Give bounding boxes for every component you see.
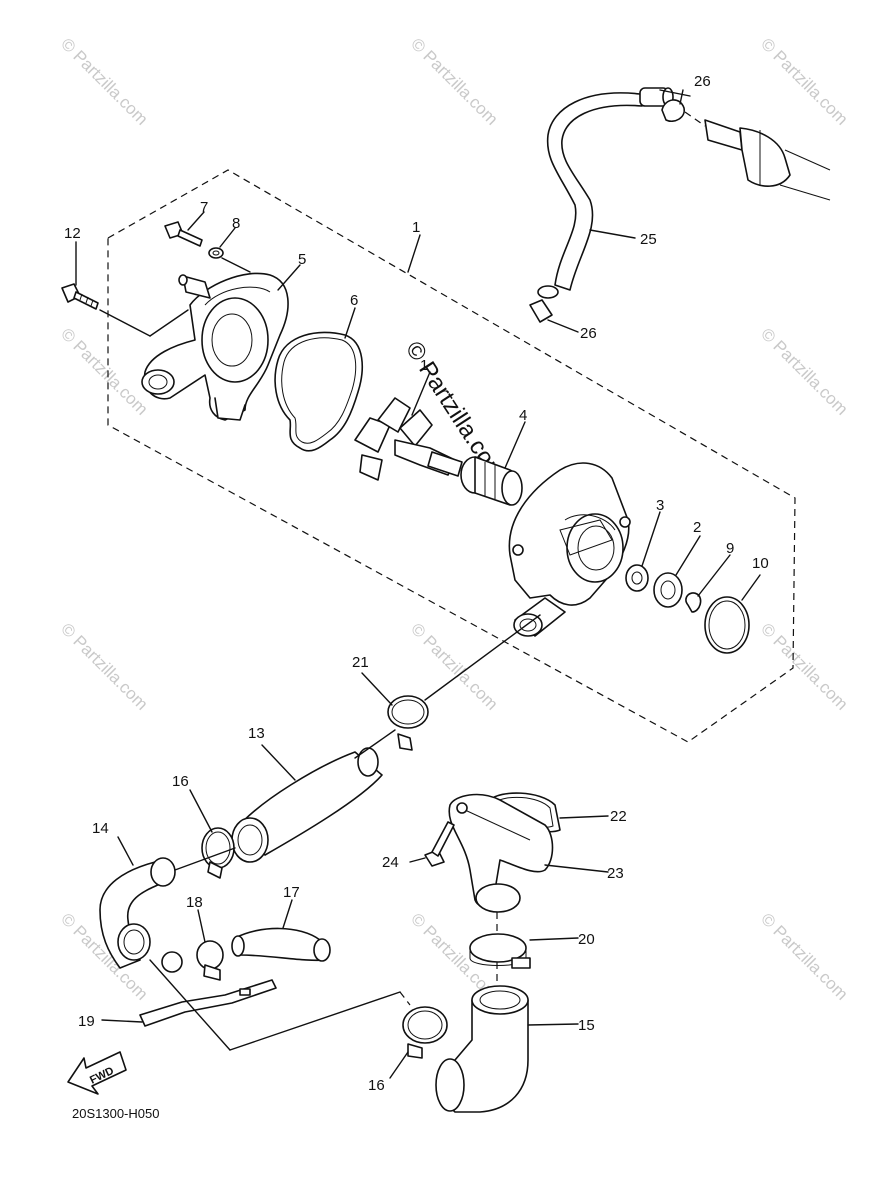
callout-9: 9 [726, 540, 734, 557]
watermarks: © Partzilla.com © Partzilla.com © Partzi… [57, 34, 851, 1003]
callout-6: 6 [350, 292, 358, 309]
callout-19: 19 [78, 1013, 95, 1030]
pump-assembly-boundary [107, 169, 796, 743]
callout-17: 17 [283, 884, 300, 901]
hose-clip-upper [661, 99, 685, 123]
watermark-5: © Partzilla.com [757, 324, 851, 418]
callout-26b: 26 [580, 325, 597, 342]
pump-housing [508, 462, 631, 637]
elbow-pipe-14 [99, 857, 183, 973]
hose-clamp-16-upper [201, 827, 235, 879]
hose-17 [231, 927, 331, 962]
leader-lines [75, 89, 761, 1079]
watermark-11: © Partzilla.com [757, 909, 851, 1003]
callout-14: 14 [92, 820, 109, 837]
pipe-15 [435, 985, 529, 1113]
hose-clip-lower [529, 299, 553, 323]
callout-20: 20 [578, 931, 595, 948]
callout-26a: 26 [694, 73, 711, 90]
hose-clamp-16-lower [402, 1006, 448, 1059]
watermark-1: © Partzilla.com [57, 34, 151, 128]
pump-cover [141, 272, 289, 421]
thermostat-cover-23 [448, 793, 554, 913]
hose-clamp-21 [387, 695, 429, 751]
callout-3: 3 [656, 497, 664, 514]
diagram-code: 20S1300-H050 [72, 1106, 159, 1121]
callout-5: 5 [298, 251, 306, 268]
washer-8 [208, 247, 224, 259]
watermark-2: © Partzilla.com [407, 34, 501, 128]
watermark-3: © Partzilla.com [757, 34, 851, 128]
callout-16a: 16 [172, 773, 189, 790]
bolt-12 [61, 283, 99, 310]
callout-10: 10 [752, 555, 769, 572]
callout-21: 21 [352, 654, 369, 671]
callout-1: 1 [412, 219, 420, 236]
bearing-3 [625, 564, 649, 592]
bracket-19 [139, 979, 277, 1027]
o-ring-10 [704, 596, 750, 654]
callout-13: 13 [248, 725, 265, 742]
fwd-arrow-icon: FWD [67, 1051, 127, 1095]
engine-fitting [684, 111, 831, 201]
callout-25: 25 [640, 231, 657, 248]
circlip-9 [685, 592, 702, 613]
callout-22: 22 [610, 808, 627, 825]
callout-24: 24 [382, 854, 399, 871]
hose-13 [231, 747, 383, 863]
impeller-shaft [354, 397, 463, 481]
hose-clamp-18 [196, 940, 224, 981]
breather-hose [537, 87, 674, 299]
callout-15: 15 [578, 1017, 595, 1034]
bolt-24 [424, 821, 455, 867]
watermark-6: © Partzilla.com [57, 619, 151, 713]
hose-clamp-20 [469, 933, 531, 969]
watermark-8: © Partzilla.com [757, 619, 851, 713]
callout-2: 2 [693, 519, 701, 536]
gasket-6 [274, 331, 363, 452]
mechanical-seal [460, 456, 523, 506]
oil-seal-2 [653, 572, 683, 608]
callout-8: 8 [232, 215, 240, 232]
callout-16b: 16 [368, 1077, 385, 1094]
callout-23: 23 [607, 865, 624, 882]
callout-1b: 1 [420, 357, 428, 374]
callout-12: 12 [64, 225, 81, 242]
callout-7: 7 [200, 199, 208, 216]
callout-18: 18 [186, 894, 203, 911]
bolt-7 [164, 221, 203, 247]
callouts: 1 1 2 3 4 5 6 7 8 9 10 12 13 14 15 16 16… [64, 73, 769, 1094]
watermark-4: © Partzilla.com [57, 324, 151, 418]
callout-4: 4 [519, 407, 527, 424]
